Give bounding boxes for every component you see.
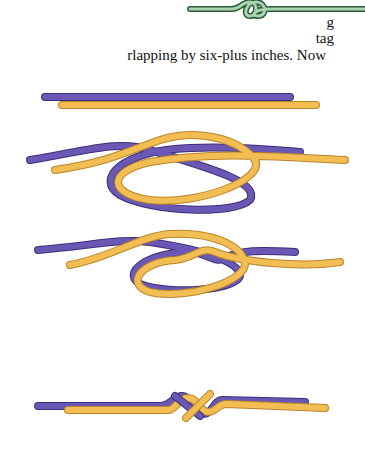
text-fragment: rlapping by six-plus inches. Now	[127, 47, 326, 64]
text-fragment: tag	[316, 30, 334, 47]
text-fragment: g	[327, 14, 335, 31]
